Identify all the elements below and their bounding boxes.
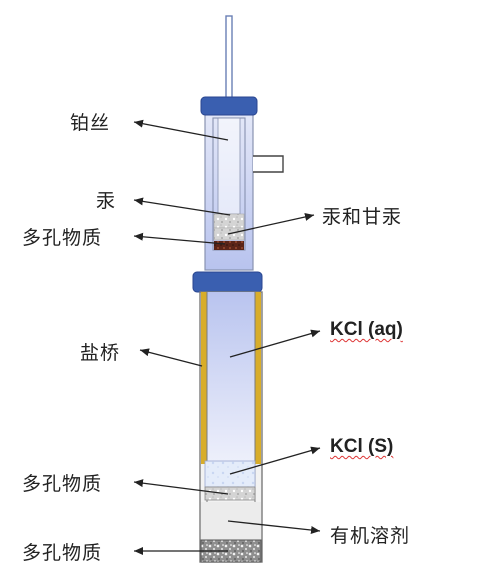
label-porous-mid: 多孔物质 — [22, 473, 103, 495]
arrow-calomel — [227, 213, 315, 235]
arrow-mercury — [133, 197, 231, 216]
arrow-platinum — [133, 119, 229, 141]
label-porous-bottom: 多孔物质 — [22, 542, 103, 564]
porous-plug-top — [214, 241, 244, 250]
middle-cap — [192, 271, 263, 293]
salt-bridge-tube — [199, 291, 263, 563]
label-kcl-s: KCl (S) — [330, 436, 394, 457]
arrow-organic — [227, 520, 321, 535]
label-organic-solvent: 有机溶剂 — [330, 525, 411, 547]
label-mercury: 汞 — [96, 190, 117, 212]
arrow-kcl-aq — [229, 329, 321, 358]
calomel-layer — [213, 213, 245, 241]
arrows — [133, 119, 321, 555]
upper-electrode-body — [204, 111, 284, 271]
arrow-salt-bridge — [139, 348, 203, 367]
label-platinum-wire: 铂丝 — [70, 112, 111, 134]
arrow-porous-mid — [133, 479, 229, 495]
label-kcl-aq: KCl (aq) — [330, 319, 403, 340]
label-salt-bridge: 盐桥 — [80, 342, 121, 364]
label-calomel: 汞和甘汞 — [322, 206, 403, 228]
label-porous-top: 多孔物质 — [22, 227, 103, 249]
arrow-kcl-s — [229, 446, 321, 475]
arrow-porous-top — [133, 232, 226, 245]
top-cap — [200, 96, 258, 116]
